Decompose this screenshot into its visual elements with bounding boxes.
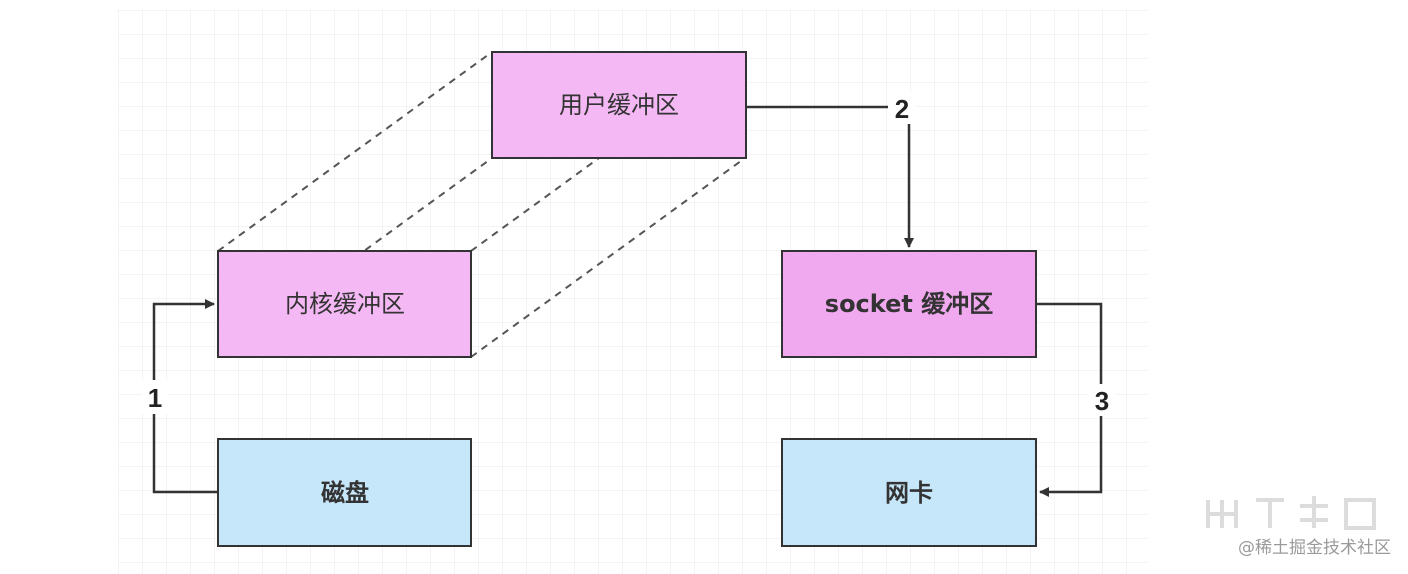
node-disk[interactable]: 磁盘 [217,438,472,547]
socket-buffer-rect [781,250,1037,358]
watermark-logo-icon [1206,496,1376,530]
watermark-text: @稀土掘金技术社区 [1238,538,1391,558]
node-socket-buffer[interactable]: socket 缓冲区 [781,250,1037,358]
node-user-buffer[interactable]: 用户缓冲区 [491,51,747,159]
node-nic[interactable]: 网卡 [781,438,1037,547]
kernel-buffer-label: 内核缓冲区 [285,290,405,318]
step-3-label-bg [1088,384,1116,416]
step-3-label: 3 [1095,386,1109,416]
step-1-label: 1 [148,383,162,413]
kernel-buffer-rect [217,250,472,358]
disk-label: 磁盘 [321,479,369,507]
user-buffer-rect [491,51,747,159]
arrow-step-2: 2 [746,92,916,248]
user-buffer-label: 用户缓冲区 [559,91,679,119]
step-1-label-bg [142,380,168,414]
watermark: @稀土掘金技术社区 [1206,496,1391,558]
nic-label: 网卡 [885,479,933,507]
step-2-label-bg [888,92,916,124]
node-kernel-buffer[interactable]: 内核缓冲区 [217,250,472,358]
dashed-edge-bottom-right [470,157,746,358]
socket-buffer-label: socket 缓冲区 [825,290,993,318]
nic-rect [781,438,1037,547]
arrow-step-3: 3 [1036,302,1116,497]
step-2-label: 2 [895,94,909,124]
arrow-step-1: 1 [142,299,218,494]
dashed-edge-top-left [217,51,493,252]
